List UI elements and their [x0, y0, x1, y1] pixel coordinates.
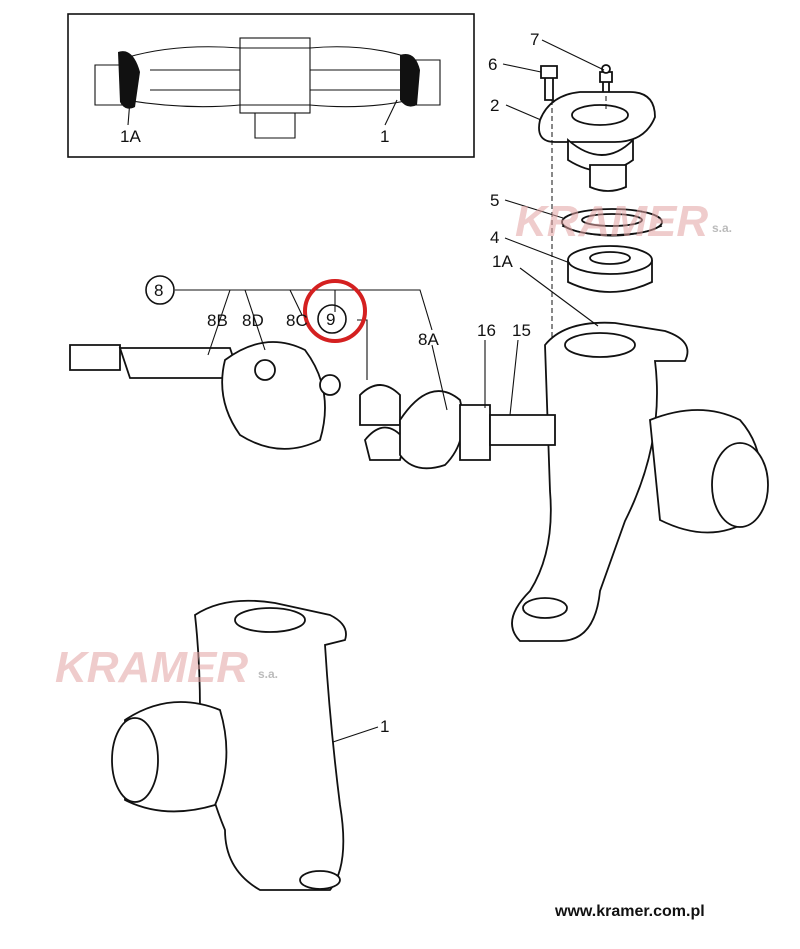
steering-knuckle-right [511, 321, 769, 642]
highlight-circle-9 [303, 279, 367, 343]
steering-knuckle-left [111, 599, 347, 891]
inset-label-1A: 1A [120, 127, 141, 146]
footer-url: www.kramer.com.pl [555, 903, 705, 920]
callout-1: 1 [380, 717, 389, 736]
seal-1A-highlight [118, 51, 140, 109]
callout-5: 5 [490, 191, 499, 210]
bolt [540, 65, 558, 101]
callout-4: 4 [490, 228, 499, 247]
callout-8C: 8C [286, 311, 308, 330]
watermark-left-group: KRAMER s.a. [55, 643, 278, 692]
callout-9: 9 [326, 310, 335, 329]
callout-2: 2 [490, 96, 499, 115]
seal-1-highlight [400, 54, 420, 107]
callout-8B: 8B [207, 311, 228, 330]
drive-shaft-assembly [69, 341, 556, 470]
seal [561, 208, 663, 237]
watermark-left-suffix: s.a. [258, 667, 278, 681]
callout-8A: 8A [418, 330, 439, 349]
watermark-top-group: KRAMER s.a. [515, 197, 732, 246]
callout-6: 6 [488, 55, 497, 74]
axle-overview-inset: 1A 1 [67, 13, 475, 158]
leader-lines [145, 39, 605, 743]
watermark-left: KRAMER [55, 643, 248, 692]
callout-8D: 8D [242, 311, 264, 330]
callout-7: 7 [530, 30, 539, 49]
bearing-cap [538, 91, 656, 192]
bearing [567, 245, 653, 293]
watermark-top: KRAMER [515, 197, 708, 246]
callout-8: 8 [154, 281, 163, 300]
callout-16: 16 [477, 321, 496, 340]
inset-label-1: 1 [380, 127, 389, 146]
callout-1A: 1A [492, 252, 513, 271]
watermark-top-suffix: s.a. [712, 221, 732, 235]
callout-15: 15 [512, 321, 531, 340]
